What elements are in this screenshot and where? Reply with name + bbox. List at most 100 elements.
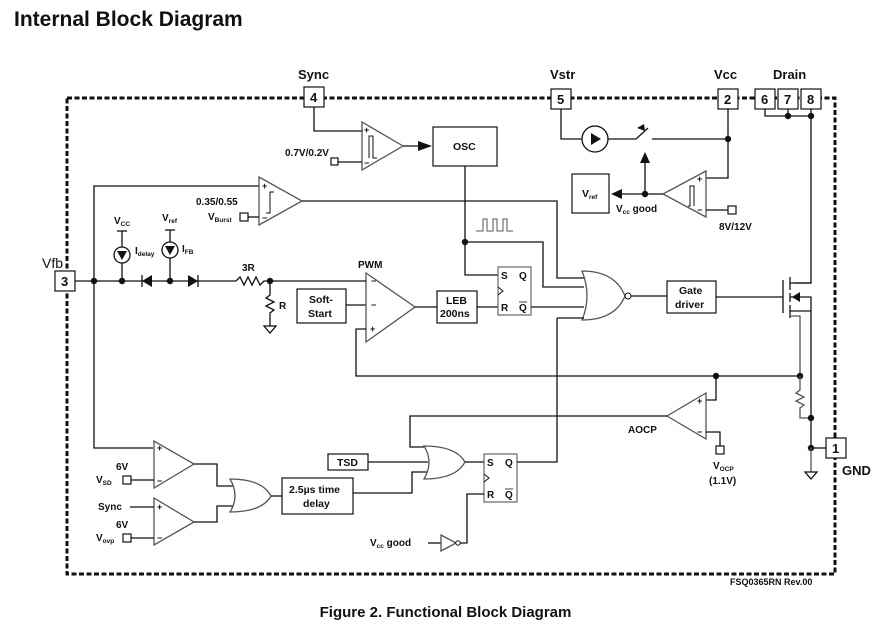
vsd-value: 6V <box>116 462 129 473</box>
current-arrow-icon <box>117 251 127 260</box>
ground-icon <box>262 325 278 334</box>
time-delay-block <box>281 477 354 515</box>
or-gate-latch <box>422 445 466 480</box>
resistor-r <box>264 281 276 326</box>
clock-icon <box>497 286 504 296</box>
leb-label-1: LEB <box>446 295 467 307</box>
ovp-comparator <box>153 496 196 547</box>
idelay-label: Idelay <box>135 246 155 258</box>
hysteresis-icon <box>368 135 377 159</box>
switch-arrow <box>637 124 645 131</box>
wire-burst-to-or <box>302 200 584 279</box>
wire-aocp-ref <box>706 431 721 446</box>
wire-osc-to-or <box>465 241 584 288</box>
sync-threshold-label: 0.7V/0.2V <box>285 148 329 159</box>
resistor-3r-label: 3R <box>242 263 256 274</box>
vref-label: Vref <box>582 188 598 201</box>
vref-block <box>571 173 610 214</box>
pin-1-number: 1 <box>832 441 839 456</box>
vsd-source <box>122 475 132 485</box>
hysteresis-icon <box>266 191 274 214</box>
mosfet <box>782 277 812 446</box>
soft-start-label-1: Soft- <box>309 294 333 306</box>
sync-ref-source <box>330 157 339 166</box>
wire-vstr <box>560 109 582 140</box>
sync-comp-plus: + <box>364 125 369 135</box>
vovp-value: 6V <box>116 520 129 531</box>
wire-fb-burst <box>93 185 259 280</box>
ff-r: R <box>501 303 509 314</box>
ff2-qbar: Q <box>505 490 513 501</box>
ifb-label: IFB <box>182 244 194 256</box>
ff-s: S <box>501 271 508 282</box>
sync-comparator <box>361 120 405 172</box>
soft-start-label-2: Start <box>308 308 332 320</box>
vocp-value: (1.1V) <box>709 476 736 487</box>
pin-vstr-label: Vstr <box>550 67 575 82</box>
clock-icon <box>483 473 490 483</box>
current-arrow-icon <box>165 246 175 255</box>
pin-4-number: 4 <box>310 90 318 105</box>
wire-aocp-or <box>409 415 667 448</box>
pwm-minus-1: − <box>371 276 376 286</box>
nor-gate <box>581 270 626 321</box>
pwm-label: PWM <box>358 260 382 271</box>
wire-ff2-q <box>517 318 558 463</box>
pin-sync-label: Sync <box>298 67 329 82</box>
ff2-s: S <box>487 458 494 469</box>
pin-gnd-label: GND <box>842 463 871 478</box>
sd-minus: − <box>157 476 162 486</box>
sense-resistor <box>794 376 811 419</box>
inverter-bubble <box>455 540 461 546</box>
pwm-plus: + <box>370 324 375 334</box>
leb-block <box>436 290 478 324</box>
vcc-good-label: Vcc good <box>616 204 657 216</box>
tsd-label: TSD <box>337 457 358 469</box>
wire-sync-in <box>313 107 363 132</box>
wire-aocp-plus <box>706 376 717 401</box>
wire-sd-or <box>194 463 233 487</box>
leb-label-2: 200ns <box>440 308 470 320</box>
resistor-3r <box>235 275 270 287</box>
pin-7-number: 7 <box>784 92 791 107</box>
wire-drain <box>794 109 812 284</box>
pin-vfb-label: Vfb <box>42 255 63 271</box>
switch-symbol <box>635 127 649 140</box>
vburst-label: VBurst <box>208 212 232 224</box>
vsd-label: VSD <box>96 475 112 487</box>
aocp-comparator <box>665 391 707 441</box>
arrow-icon <box>418 141 432 151</box>
aocp-label: AOCP <box>628 425 657 436</box>
gate-driver-label-2: driver <box>675 299 704 311</box>
time-delay-label-1: 2.5µs time <box>289 484 340 496</box>
osc-label: OSC <box>453 141 476 153</box>
ff-q: Q <box>519 271 527 282</box>
wire-drain-bus <box>764 109 811 117</box>
pwm-minus-2: − <box>371 300 376 310</box>
vcc-source-label: VCC <box>114 216 130 228</box>
ovp-plus: + <box>157 502 162 512</box>
ff-qbar: Q <box>519 303 527 314</box>
inverter <box>440 533 458 553</box>
clock-waveform-icon <box>476 218 513 232</box>
wire-ovp-or <box>194 505 233 523</box>
vovp-label: Vovp <box>96 533 114 545</box>
figure-caption: Figure 2. Functional Block Diagram <box>319 604 572 621</box>
pin-drain-label: Drain <box>773 67 806 82</box>
ovp-minus: − <box>157 533 162 543</box>
nor-bubble <box>624 292 632 300</box>
revision-label: FSQ0365RN Rev.00 <box>730 577 812 587</box>
ground-icon <box>803 471 819 480</box>
pwm-comparator <box>365 271 417 344</box>
time-delay-label-2: delay <box>303 498 330 510</box>
burst-minus: − <box>262 213 267 223</box>
uvlo-comparator <box>661 169 707 219</box>
page-title: Internal Block Diagram <box>14 8 243 31</box>
arrow-up-icon <box>640 152 650 163</box>
current-source-arrow <box>591 133 601 145</box>
burst-plus: + <box>262 181 267 191</box>
resistor-r-label: R <box>279 301 287 312</box>
burst-comparator <box>258 175 304 227</box>
uvlo-threshold-label: 8V/12V <box>719 222 752 233</box>
